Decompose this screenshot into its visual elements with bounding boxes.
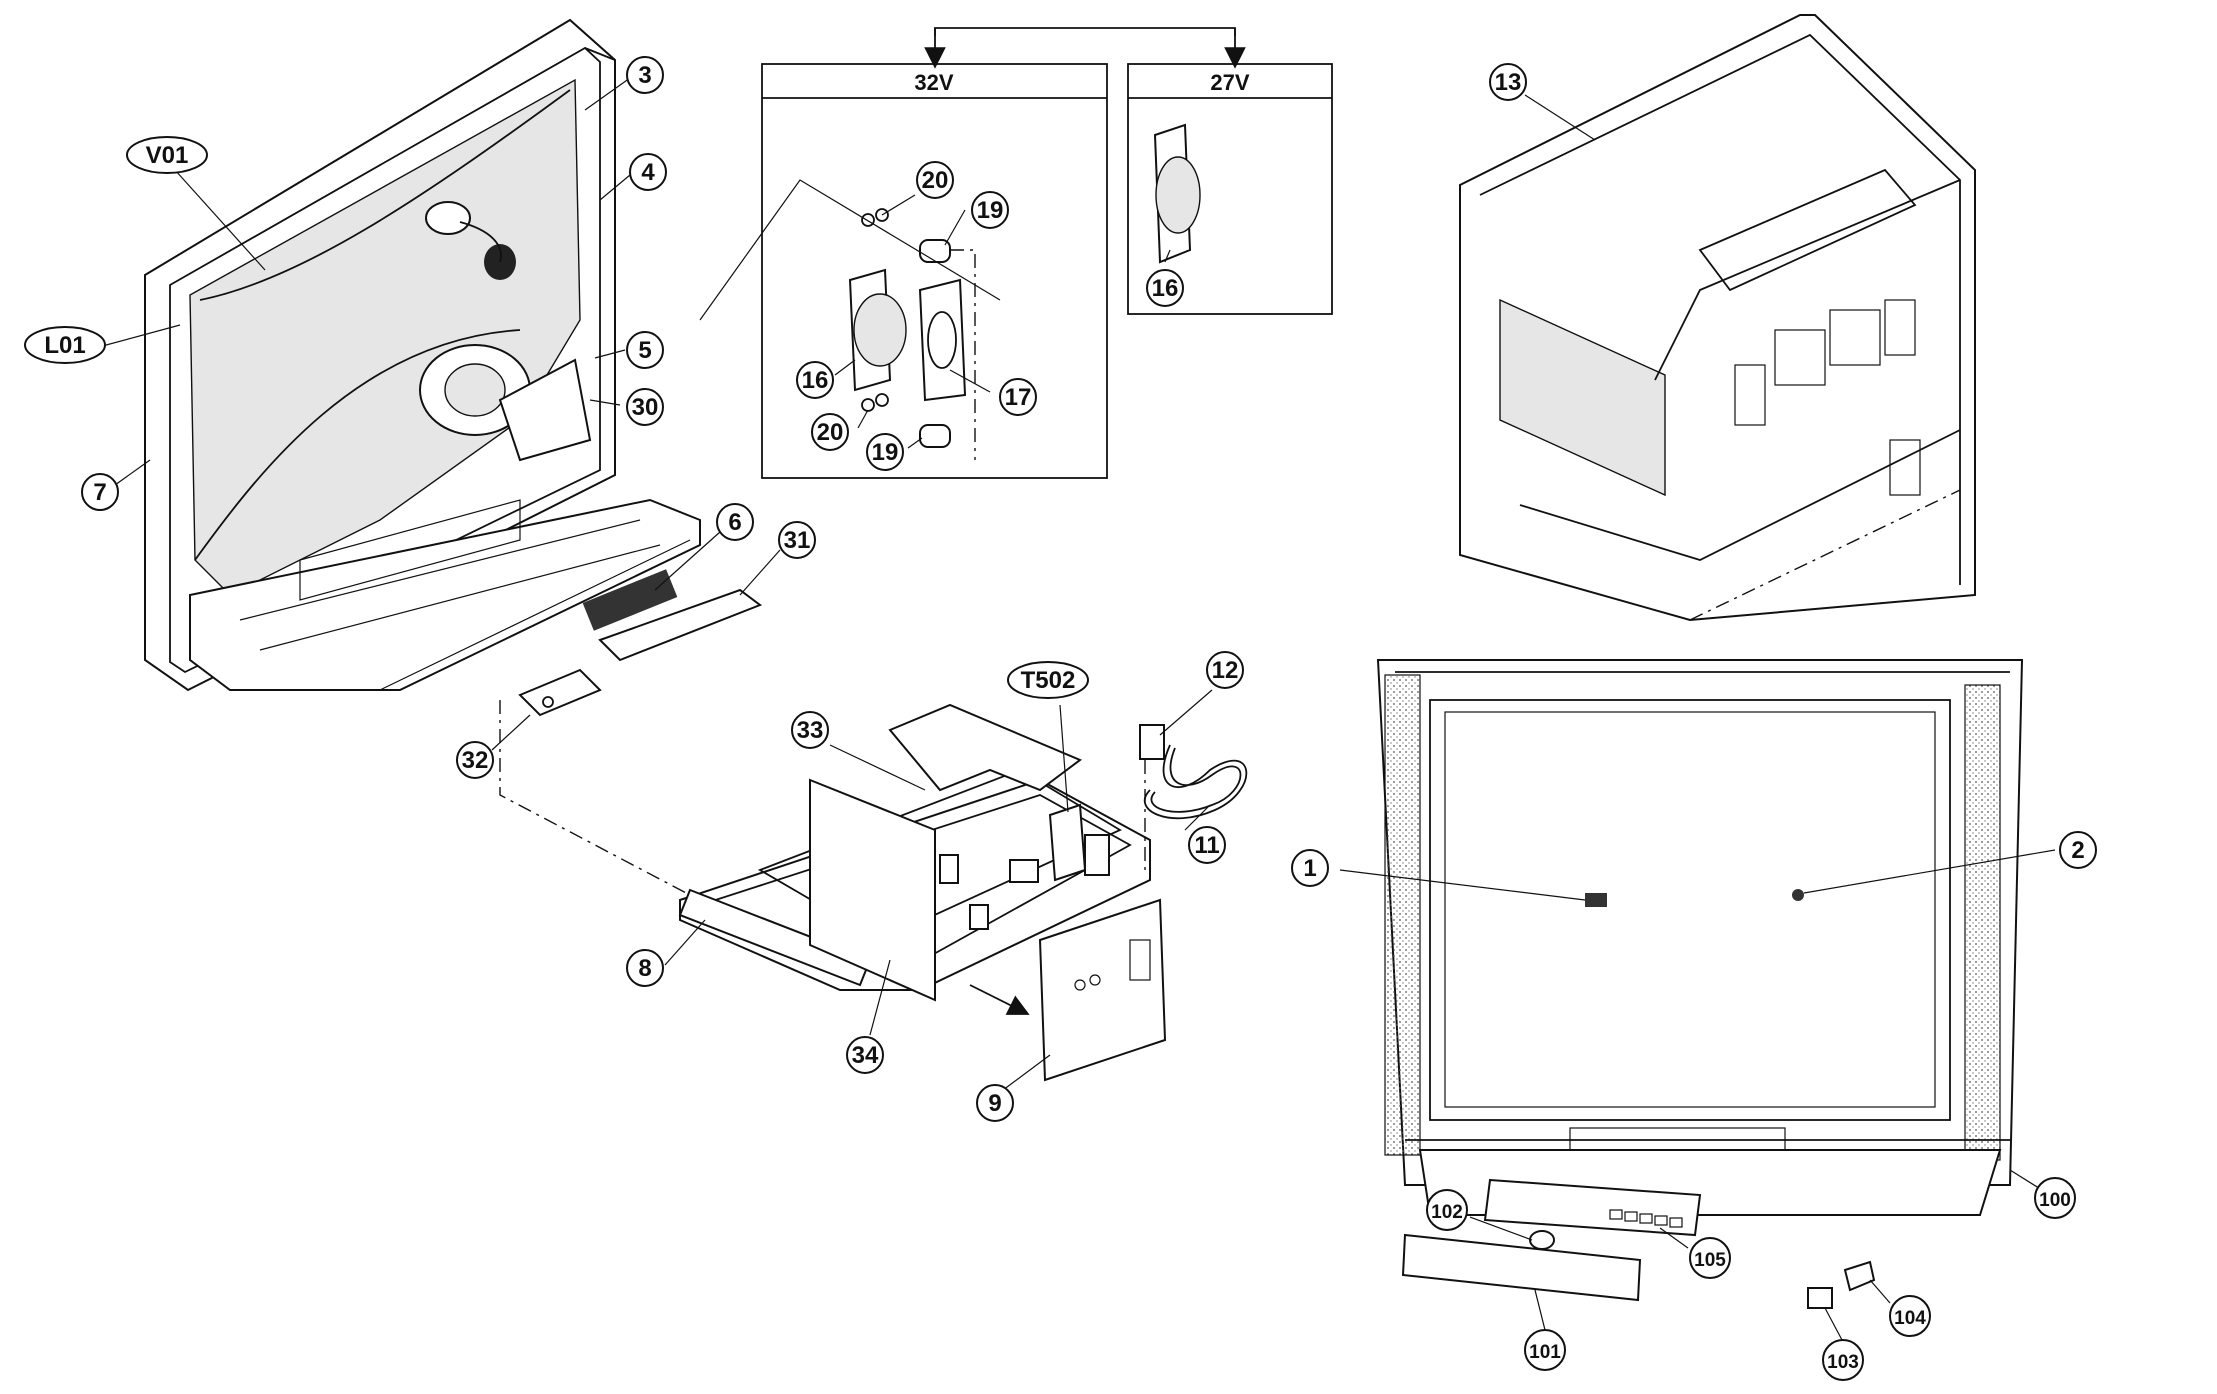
front-tv-cabinet-part-100 <box>1376 659 2024 1309</box>
callout-16-32v: 16 <box>796 361 834 399</box>
svg-text:19: 19 <box>977 197 1004 224</box>
svg-text:7: 7 <box>93 479 106 506</box>
callout-34: 34 <box>846 1036 884 1074</box>
svg-text:16: 16 <box>1152 275 1179 302</box>
variant-label-27v: 27V <box>1210 70 1249 95</box>
svg-text:19: 19 <box>872 439 899 466</box>
callout-v01: V01 <box>126 136 208 174</box>
callout-2: 2 <box>2059 831 2097 869</box>
part-104-spring <box>1843 1260 1876 1292</box>
callout-7: 7 <box>81 473 119 511</box>
crt-tube-v01 <box>189 78 581 596</box>
part-103-knob <box>1807 1287 1833 1309</box>
svg-text:102: 102 <box>1431 1202 1463 1223</box>
svg-text:L01: L01 <box>44 332 85 359</box>
speaker-27v-assembly <box>1153 123 1201 264</box>
flyback-transformer-t502 <box>1048 803 1087 882</box>
speaker-32v-assembly <box>848 208 976 460</box>
svg-text:30: 30 <box>632 394 659 421</box>
callout-20-lower: 20 <box>811 413 849 451</box>
callout-104: 104 <box>1889 1295 1931 1337</box>
svg-text:100: 100 <box>2039 1190 2071 1211</box>
front-screen-opening <box>1429 699 1951 1121</box>
callout-1: 1 <box>1291 849 1329 887</box>
svg-text:103: 103 <box>1827 1352 1859 1373</box>
callout-19-upper: 19 <box>971 191 1009 229</box>
svg-text:5: 5 <box>638 337 651 364</box>
svg-text:V01: V01 <box>146 142 189 169</box>
callout-17: 17 <box>999 378 1037 416</box>
part-31-board <box>598 588 763 662</box>
callout-4: 4 <box>629 153 667 191</box>
callout-16-27v: 16 <box>1146 269 1184 307</box>
svg-text:33: 33 <box>797 717 824 744</box>
callout-101: 101 <box>1524 1329 1566 1371</box>
cord-clamp-part-12 <box>1139 724 1165 760</box>
svg-text:104: 104 <box>1894 1308 1926 1329</box>
callout-3: 3 <box>626 56 664 94</box>
svg-text:20: 20 <box>922 167 949 194</box>
svg-text:11: 11 <box>1194 832 1219 859</box>
callout-33: 33 <box>791 711 829 749</box>
callout-30: 30 <box>626 388 664 426</box>
part-102-lens <box>1529 1230 1555 1250</box>
variant-label-32v: 32V <box>914 70 953 95</box>
svg-text:12: 12 <box>1212 657 1239 684</box>
power-cord-part-11 <box>1143 744 1248 820</box>
svg-text:31: 31 <box>784 527 811 554</box>
part-6-component <box>582 569 678 631</box>
callout-9: 9 <box>976 1084 1014 1122</box>
part-2-clip <box>1792 889 1804 901</box>
svg-text:8: 8 <box>638 955 651 982</box>
callout-102: 102 <box>1426 1189 1468 1231</box>
part-105-button-strip <box>1483 1178 1702 1237</box>
svg-text:32: 32 <box>462 747 489 774</box>
svg-text:20: 20 <box>817 419 844 446</box>
callout-l01: L01 <box>24 326 106 364</box>
callouts: V01 L01 3 4 5 30 7 6 <box>24 56 2097 1381</box>
svg-text:1: 1 <box>1303 855 1316 882</box>
callout-leaders <box>94 77 2056 1341</box>
callout-105: 105 <box>1689 1237 1731 1279</box>
svg-text:2: 2 <box>2071 837 2084 864</box>
speaker-variant-boxes: 32V 27V <box>699 27 1333 479</box>
callout-13: 13 <box>1489 63 1527 101</box>
callout-100: 100 <box>2034 1177 2076 1219</box>
svg-text:13: 13 <box>1495 69 1522 96</box>
av-board-part-9 <box>1038 898 1167 1082</box>
part-1-clip <box>1585 893 1607 907</box>
svg-text:101: 101 <box>1529 1342 1561 1363</box>
svg-text:T502: T502 <box>1021 667 1076 694</box>
callout-6: 6 <box>716 503 754 541</box>
svg-text:17: 17 <box>1005 384 1032 411</box>
callout-31: 31 <box>778 521 816 559</box>
svg-text:9: 9 <box>988 1090 1001 1117</box>
callout-5: 5 <box>626 331 664 369</box>
svg-text:16: 16 <box>802 367 829 394</box>
callout-19-lower: 19 <box>866 433 904 471</box>
callout-8: 8 <box>626 949 664 987</box>
svg-text:34: 34 <box>852 1042 879 1069</box>
callout-12: 12 <box>1206 651 1244 689</box>
svg-text:4: 4 <box>641 159 655 186</box>
callout-20-upper: 20 <box>916 161 954 199</box>
callout-103: 103 <box>1822 1339 1864 1381</box>
svg-text:3: 3 <box>638 62 651 89</box>
svg-text:105: 105 <box>1694 1250 1726 1271</box>
variant-box-32v <box>761 63 1108 479</box>
callout-11: 11 <box>1188 826 1226 864</box>
svg-text:6: 6 <box>728 509 741 536</box>
rear-cover-part-13 <box>1459 14 1976 622</box>
callout-32: 32 <box>456 741 494 779</box>
callout-t502: T502 <box>1007 661 1089 699</box>
part-32-bracket <box>518 668 602 717</box>
main-chassis-assembly <box>678 703 1248 1082</box>
vertical-board-part-34 <box>809 778 936 1002</box>
crt-front-cabinet-assembly <box>144 18 763 717</box>
part-101-door <box>1401 1233 1642 1302</box>
variant-box-27v <box>1127 63 1333 315</box>
